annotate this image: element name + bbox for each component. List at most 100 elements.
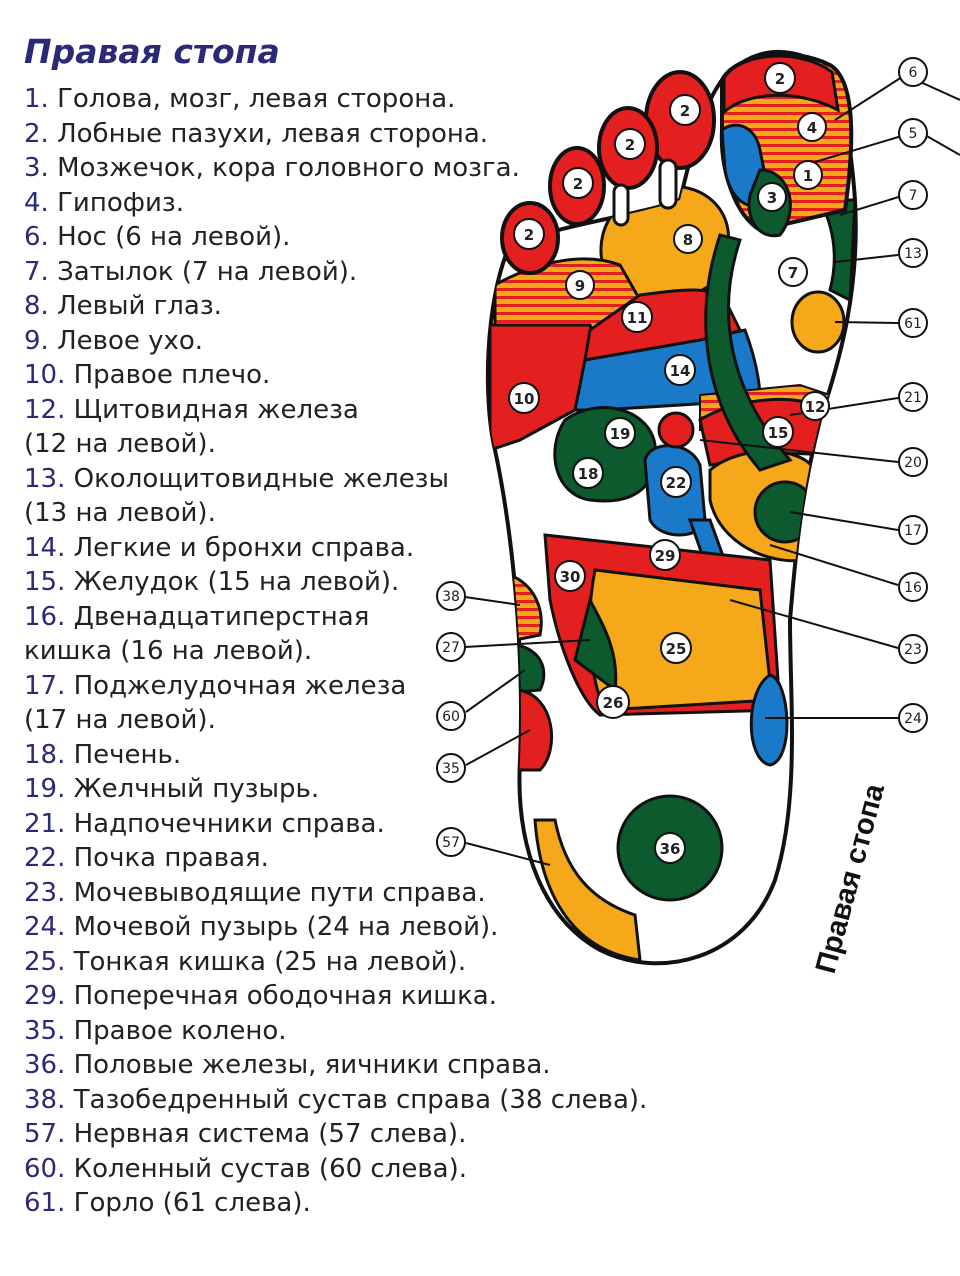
legend-item-text: Левый глаз. [57, 291, 222, 321]
svg-text:61: 61 [904, 316, 922, 332]
callout-16: 16 [898, 572, 928, 602]
legend-item-number: 23. [24, 877, 66, 908]
legend-item-text: Горло (61 слева). [73, 1188, 311, 1218]
callout-23: 23 [898, 634, 928, 664]
legend-item: 18. Печень. [24, 738, 664, 773]
svg-text:13: 13 [904, 246, 922, 262]
legend-item-text: Гипофиз. [57, 187, 184, 218]
badge-toe2: 2 [669, 94, 701, 126]
svg-text:22: 22 [666, 474, 687, 492]
legend-item-text: Почка правая. [73, 843, 269, 873]
legend-item-number: 13. [24, 463, 66, 494]
legend-item-number: 36. [24, 1050, 66, 1080]
legend-item-number: 57. [24, 1119, 66, 1149]
legend-item: 57. Нервная система (57 слева). [24, 1117, 664, 1152]
legend-item: 36. Половые железы, яичники справа. [24, 1048, 664, 1083]
legend-item: 38. Тазобедренный сустав справа (38 слев… [24, 1083, 664, 1118]
legend-item: 23. Мочевыводящие пути справа. [24, 876, 664, 911]
badge-z14: 14 [664, 354, 696, 386]
legend-item-number: 38. [24, 1084, 66, 1115]
legend-item-number: 19. [24, 774, 66, 804]
legend-item: 22. Почка правая. [24, 841, 664, 876]
callout-5: 5 [898, 118, 928, 148]
svg-text:29: 29 [655, 547, 676, 565]
legend-item-text: Двенадцатиперстная [73, 601, 370, 632]
legend-item: 4. Гипофиз. [24, 186, 664, 221]
badge-z8: 8 [673, 224, 703, 254]
foot-caption: Правая стопа [810, 780, 891, 977]
badge-z15: 15 [762, 416, 794, 448]
legend-item-number: 25. [24, 946, 66, 977]
svg-text:2: 2 [680, 102, 690, 120]
callout-38: 38 [436, 581, 466, 611]
legend-item-number: 14. [24, 532, 66, 563]
legend-item-text: Коленный сустав (60 слева). [73, 1153, 468, 1184]
callout-20: 20 [898, 447, 928, 477]
legend-item-number: 60. [24, 1153, 66, 1184]
svg-text:6: 6 [909, 65, 918, 81]
callout-17: 17 [898, 515, 928, 545]
callout-21: 21 [898, 382, 928, 412]
svg-text:18: 18 [578, 465, 599, 483]
svg-text:17: 17 [904, 523, 922, 539]
callout-35: 35 [436, 753, 466, 783]
legend-item-text: Правое плечо. [73, 360, 271, 390]
svg-text:21: 21 [904, 390, 922, 406]
legend-item-number: 15. [24, 567, 66, 597]
legend-item-text: (17 на левой). [24, 705, 216, 735]
legend-item-text: Желудок (15 на левой). [73, 567, 400, 597]
badge-toe5: 2 [513, 218, 545, 250]
badge-z19: 19 [604, 417, 636, 449]
svg-text:2: 2 [524, 226, 534, 244]
svg-text:57: 57 [442, 835, 460, 851]
svg-text:7: 7 [909, 188, 918, 204]
legend-item-text: Тонкая кишка (25 на левой). [73, 946, 467, 977]
legend-item-text: (13 на левой). [24, 498, 216, 528]
legend-item: (13 на левой). [24, 496, 664, 531]
svg-text:26: 26 [603, 694, 624, 712]
svg-text:38: 38 [442, 589, 460, 605]
callout-60: 60 [436, 701, 466, 731]
legend-item-number: 61. [24, 1188, 66, 1218]
svg-text:35: 35 [442, 761, 460, 777]
svg-text:2: 2 [775, 70, 785, 88]
legend-item-number: 3. [24, 153, 49, 183]
legend-item: 10. Правое плечо. [24, 358, 664, 393]
svg-text:9: 9 [575, 277, 585, 295]
badge-z18: 18 [572, 457, 604, 489]
badge-z3: 3 [757, 182, 787, 212]
legend-item-text: Тазобедренный сустав справа (38 слева). [73, 1084, 648, 1115]
legend-item: 61. Горло (61 слева). [24, 1186, 664, 1221]
badge-toe1: 2 [764, 62, 796, 94]
legend-item-text: Голова, мозг, левая сторона. [57, 84, 456, 114]
badge-toe4: 2 [562, 167, 594, 199]
legend-item: 9. Левое ухо. [24, 324, 664, 359]
legend-item: 13. Околощитовидные железы [24, 462, 664, 497]
legend-item: 3. Мозжечок, кора головного мозга. [24, 151, 664, 186]
badge-z1: 1 [793, 160, 823, 190]
legend-item: 1. Голова, мозг, левая сторона. [24, 82, 664, 117]
legend-item-number: 2. [24, 118, 49, 149]
svg-text:2: 2 [573, 175, 583, 193]
svg-text:24: 24 [904, 711, 922, 727]
legend-item: 16. Двенадцатиперстная [24, 600, 664, 635]
svg-text:36: 36 [660, 840, 681, 858]
callout-7: 7 [898, 180, 928, 210]
svg-text:16: 16 [904, 580, 922, 596]
svg-text:15: 15 [768, 424, 789, 442]
callout-13: 13 [898, 238, 928, 268]
badge-z10: 10 [508, 382, 540, 414]
legend-item-text: Легкие и бронхи справа. [73, 532, 415, 563]
badge-z4: 4 [797, 112, 827, 142]
legend-item-text: Нос (6 на левой). [57, 222, 291, 252]
svg-text:4: 4 [807, 119, 817, 137]
page-title: Правая стопа [24, 32, 280, 71]
legend-item-text: Поджелудочная железа [73, 670, 407, 701]
badge-z12: 12 [800, 391, 830, 421]
badge-z7: 7 [778, 257, 808, 287]
legend-item-text: кишка (16 на левой). [24, 636, 313, 666]
badge-z22: 22 [660, 466, 692, 498]
legend-item-text: Лобные пазухи, левая сторона. [57, 118, 489, 149]
legend-item-number: 17. [24, 670, 66, 701]
legend-item: 29. Поперечная ободочная кишка. [24, 979, 664, 1014]
